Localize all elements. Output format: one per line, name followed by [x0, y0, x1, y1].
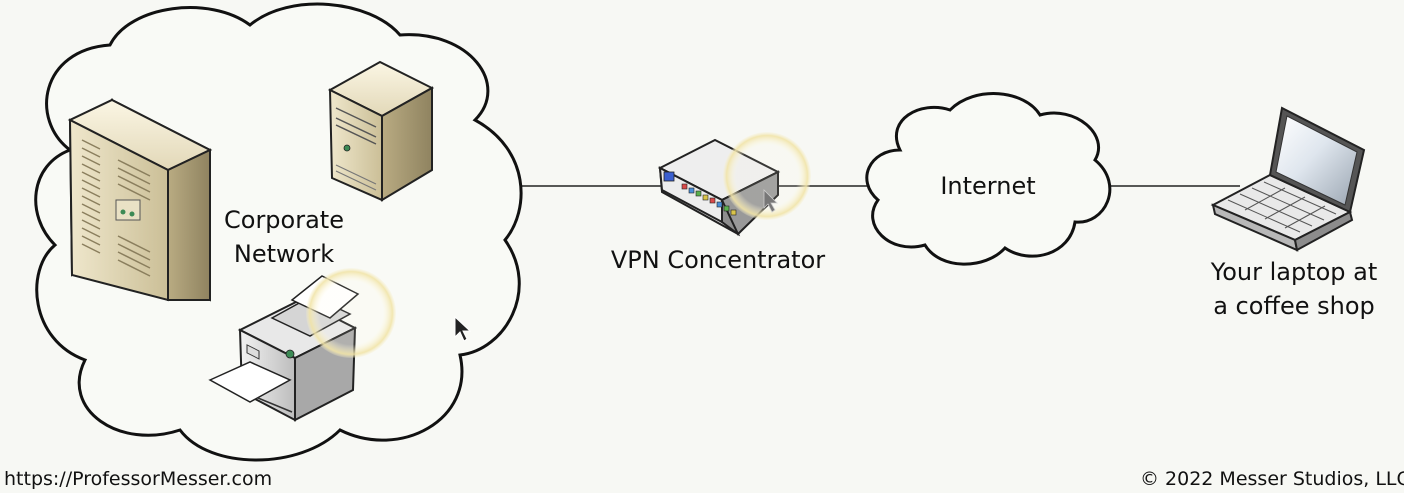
laptop-icon [1210, 106, 1366, 252]
footer-copyright: © 2022 Messer Studios, LLC [1140, 468, 1404, 490]
highlight-ring [723, 132, 811, 220]
internet-cloud [865, 92, 1112, 266]
highlight-ring [306, 268, 396, 358]
vpn-concentrator-label: VPN Concentrator [610, 246, 826, 274]
laptop-label: Your laptop at a coffee shop [1210, 258, 1378, 320]
server-icon [327, 60, 435, 202]
internet-label: Internet [940, 172, 1036, 200]
tower-server-icon [67, 98, 213, 302]
footer-url[interactable]: https://ProfessorMesser.com [4, 468, 273, 490]
cursor-icon [763, 189, 778, 213]
cursor-icon [454, 315, 472, 342]
corporate-network-label: Corporate Network [224, 206, 344, 268]
